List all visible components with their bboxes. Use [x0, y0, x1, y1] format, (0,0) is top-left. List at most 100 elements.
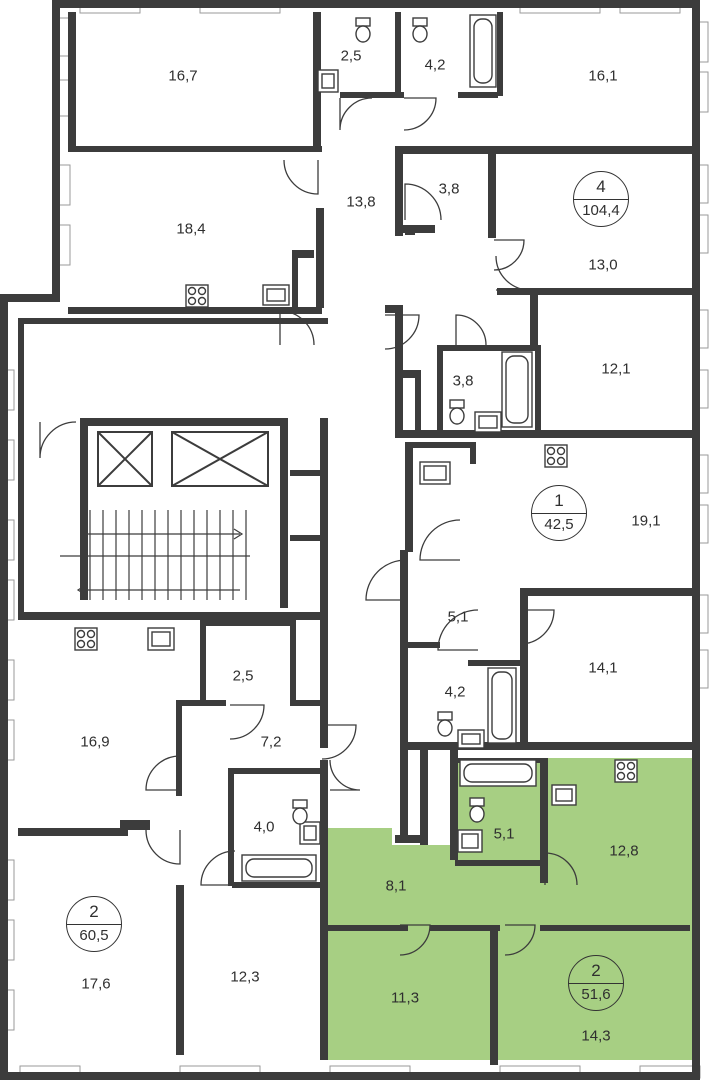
wall-segment: [535, 345, 541, 433]
toilet-bowl: [292, 807, 308, 825]
wall-segment: [540, 758, 548, 883]
room-area-label: 12,1: [601, 360, 631, 378]
wall-segment: [292, 250, 314, 258]
wall-segment: [400, 742, 696, 750]
door-swing: [329, 759, 361, 791]
wall-segment: [320, 760, 328, 1060]
wall-segment: [290, 535, 322, 541]
sink-basin: [461, 733, 481, 745]
wall-segment: [458, 92, 498, 98]
door-swing: [544, 852, 578, 886]
room-area-label: 11,3: [390, 989, 420, 1007]
wall-segment: [176, 700, 226, 706]
door-swings: [39, 97, 578, 956]
apartment-room-count: 4: [596, 177, 606, 196]
toilet-bowl: [437, 719, 453, 737]
room-area-label: 3,8: [438, 180, 460, 198]
toilet-tank: [412, 17, 428, 27]
apartment-total-area: 104,4: [582, 202, 620, 219]
wall-segment: [400, 550, 408, 750]
door-swing: [495, 255, 531, 291]
wall-segment: [316, 208, 324, 308]
wall-segment: [18, 318, 24, 618]
wall-segment: [488, 150, 496, 238]
bathtub-basin: [463, 763, 533, 783]
room-area-label: 3,8: [452, 372, 474, 390]
stove-burner: [187, 286, 197, 296]
apartment-room-count: 2: [591, 961, 601, 980]
stove-burner: [546, 446, 556, 456]
wall-segment: [280, 418, 288, 608]
stair-arrow-head: [76, 584, 87, 596]
apartment-total-area: 51,6: [581, 986, 611, 1003]
wall-segment: [68, 146, 322, 152]
wall-segment: [290, 620, 296, 700]
wall-segment: [0, 294, 60, 302]
apartment-badge: 1 42,5: [531, 485, 587, 541]
wall-segment: [0, 294, 8, 1080]
wall-segment: [497, 288, 695, 295]
toilet-bowl: [449, 407, 465, 425]
room-area-label: 7,2: [260, 733, 282, 751]
door-swing: [145, 829, 181, 865]
room-area-label: 18,4: [176, 220, 206, 238]
room-area-label: 4,2: [424, 56, 446, 74]
wall-segment: [200, 620, 206, 705]
toilet-tank: [469, 797, 485, 807]
wall-segment: [468, 660, 523, 666]
wall-segment: [437, 345, 443, 435]
room-area-label: 13,8: [346, 193, 376, 211]
sink-basin: [266, 288, 286, 302]
door-swing: [321, 724, 357, 760]
sink-basin: [478, 415, 498, 429]
door-swing: [504, 924, 536, 956]
badge-divider: [569, 983, 623, 984]
sink-basin: [461, 833, 479, 849]
door-swing: [493, 239, 525, 271]
badge-divider: [532, 513, 586, 514]
wall-segment: [176, 700, 182, 796]
room-area-label: 4,0: [253, 818, 275, 836]
room-area-label: 12,3: [230, 968, 260, 986]
room-area-label: 16,7: [168, 67, 198, 85]
apartment-total-area: 60,5: [79, 927, 109, 944]
toilet-tank: [449, 399, 465, 409]
wall-segment: [228, 768, 323, 774]
wall-segment: [232, 882, 328, 888]
highlight-area: [328, 758, 696, 1060]
wall-segment: [18, 318, 328, 324]
wall-segment: [68, 12, 76, 148]
stove-burner: [546, 456, 556, 466]
stove-burner: [187, 296, 197, 306]
wall-segment: [437, 345, 541, 351]
stove-burner: [86, 639, 96, 649]
room-area-label: 5,1: [447, 608, 469, 626]
wall-segment: [395, 430, 695, 438]
room-area-label: 4,2: [444, 683, 466, 701]
door-swing: [404, 183, 442, 221]
wall-segment: [320, 418, 328, 748]
stove-burner: [197, 286, 207, 296]
room-area-label: 8,1: [385, 877, 407, 895]
wall-segment: [395, 12, 401, 96]
door-swing: [403, 97, 437, 131]
stove-burner: [76, 639, 86, 649]
highlighted-apartment-fill: [328, 758, 696, 1060]
bathtub-basin: [505, 355, 529, 424]
wall-segment: [292, 250, 298, 307]
door-swing: [399, 924, 431, 956]
wall-segment: [405, 442, 413, 552]
wall-segment: [405, 442, 475, 448]
wall-segment: [470, 442, 476, 464]
wall-segment: [80, 418, 88, 600]
sink-basin: [303, 825, 317, 841]
wall-segment: [400, 642, 440, 648]
wall-segment: [530, 295, 538, 345]
room-area-label: 17,6: [81, 975, 111, 993]
wall-segment: [80, 418, 288, 426]
bathtub-basin: [491, 671, 513, 740]
door-swing: [519, 609, 555, 645]
stove-burner: [556, 446, 566, 456]
room-area-label: 13,0: [588, 256, 618, 274]
room-area-label: 14,1: [588, 659, 618, 677]
